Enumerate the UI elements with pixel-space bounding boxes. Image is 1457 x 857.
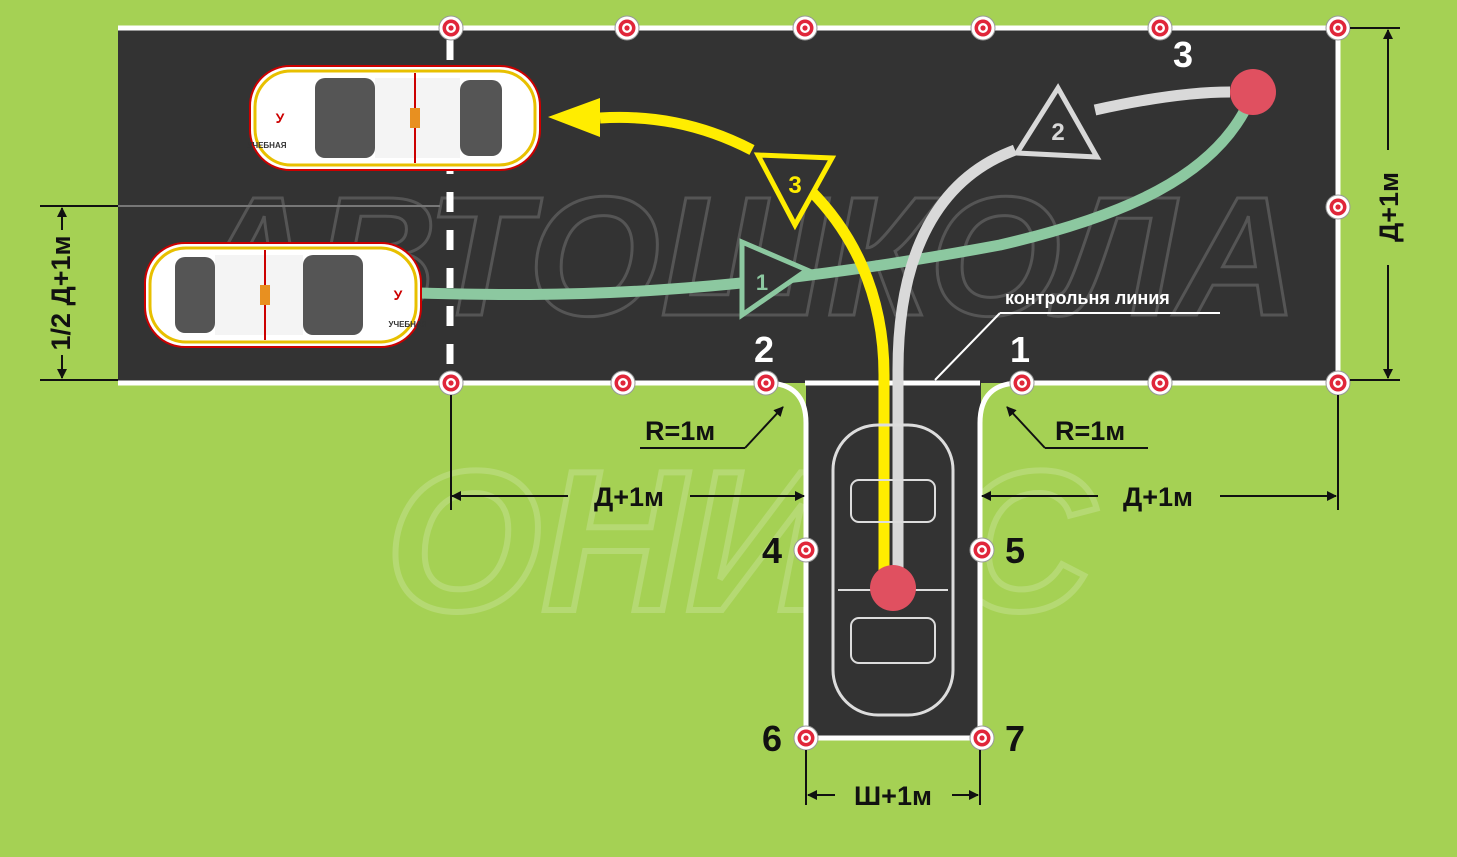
gray-path-curve xyxy=(892,144,1018,582)
gray-path-top xyxy=(1093,86,1231,116)
cone-number-4: 4 xyxy=(762,530,782,571)
step-1-label: 1 xyxy=(756,270,768,295)
control-line-pointer xyxy=(934,312,1001,381)
yellow-arrowhead xyxy=(548,98,600,137)
cone-number-1: 1 xyxy=(1010,329,1030,370)
target-dot-end xyxy=(1230,69,1276,115)
dim-right-label: Д+1м xyxy=(1123,482,1193,512)
step-1-marker: 1 xyxy=(739,238,813,320)
car-top-side: УЧЕБНАЯ xyxy=(248,141,287,150)
car-left-sign: У xyxy=(394,287,403,303)
cone-number-3: 3 xyxy=(1173,34,1193,75)
dim-left-label: Д+1м xyxy=(594,482,664,512)
radius-left-label: R=1м xyxy=(645,416,715,446)
cone-number-7: 7 xyxy=(1005,718,1025,759)
yellow-path-curve xyxy=(806,186,890,582)
dim-width-label: Ш+1м xyxy=(854,781,932,811)
target-dot-start xyxy=(870,565,916,611)
radius-left-pointer xyxy=(744,406,784,449)
parked-car-left: У УЧЕБНАЯ xyxy=(144,242,428,348)
step-3-marker: 3 xyxy=(753,152,837,231)
step-2-label: 2 xyxy=(1051,119,1064,146)
step-3-label: 3 xyxy=(788,172,801,199)
dim-vertical-right-label: Д+1м xyxy=(1374,172,1404,242)
step-2-marker: 2 xyxy=(1012,83,1102,160)
yellow-path-top xyxy=(599,111,755,155)
cone-number-2: 2 xyxy=(754,329,774,370)
radius-right-pointer xyxy=(1006,406,1046,449)
radius-right-label: R=1м xyxy=(1055,416,1125,446)
car-left-side: УЧЕБНАЯ xyxy=(389,320,428,329)
parked-car-top: У УЧЕБНАЯ xyxy=(248,65,541,171)
cone-number-6: 6 xyxy=(762,718,782,759)
car-top-sign: У xyxy=(276,110,285,126)
green-path-curve xyxy=(414,104,1251,301)
dim-vertical-left-label: 1/2 Д+1м xyxy=(46,235,76,350)
control-line-label: контрольня линия xyxy=(1005,288,1170,308)
cone-number-5: 5 xyxy=(1005,530,1025,571)
